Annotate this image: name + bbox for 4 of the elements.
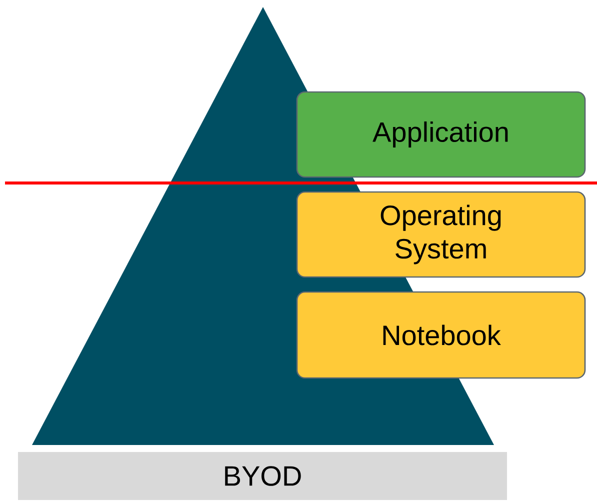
layer-box: Application [296, 91, 586, 178]
layer-box: Operating System [296, 191, 586, 278]
layer-box: Notebook [296, 291, 586, 379]
base-bar: BYOD [18, 452, 507, 500]
